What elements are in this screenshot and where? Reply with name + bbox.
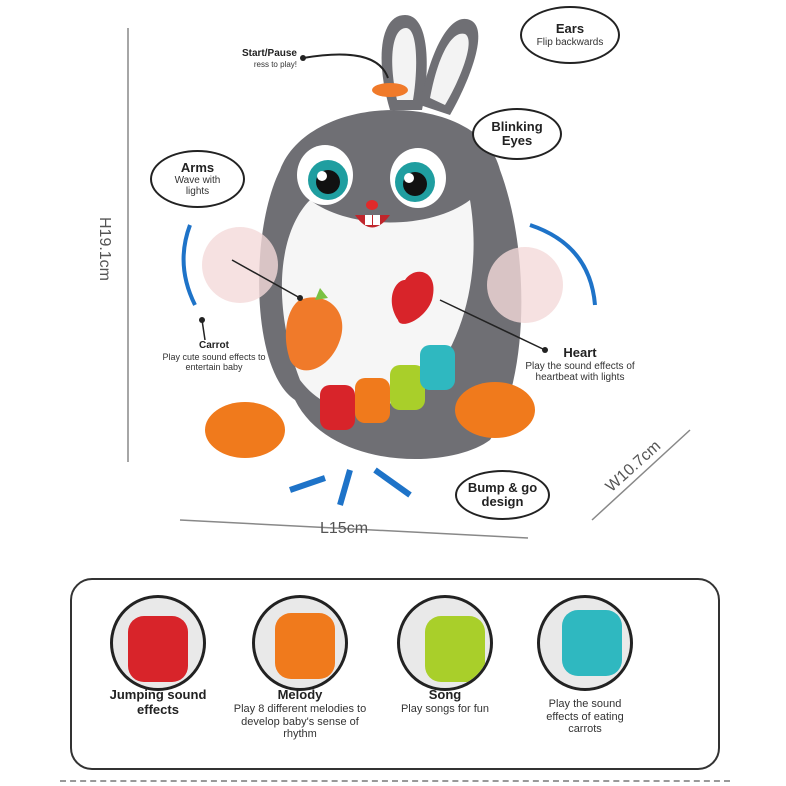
movement-arrows xyxy=(289,467,412,506)
feature-desc: Play songs for fun xyxy=(400,702,490,715)
carrot-button xyxy=(420,345,455,390)
feature-image-melody xyxy=(252,595,348,691)
length-arrow xyxy=(179,519,529,539)
foot-left xyxy=(205,402,285,458)
callout-heart: Heart Play the sound effects of heartbea… xyxy=(515,345,645,384)
arm-arrow-right xyxy=(529,223,597,306)
feature-desc: Play 8 different melodies to develop bab… xyxy=(233,702,367,741)
callout-arms: Arms Wave with lights xyxy=(150,150,245,208)
melody-button xyxy=(355,378,390,423)
feature-desc: Play the sound effects of eating carrots xyxy=(546,698,624,736)
callout-desc: Play the sound effects of heartbeat with… xyxy=(525,360,635,384)
feature-title: Melody xyxy=(277,687,323,702)
callout-bump-go: Bump & go design xyxy=(455,470,550,520)
feature-carrot: Play the sound effects of eating carrots xyxy=(515,698,655,736)
ear-right xyxy=(420,18,479,115)
feature-image-carrot xyxy=(537,595,633,691)
callout-title: Arms xyxy=(180,159,215,175)
callout-title: Blinking Eyes xyxy=(491,118,543,148)
callout-desc: ress to play! xyxy=(253,59,297,69)
start-pause-button xyxy=(372,83,408,97)
jump-button xyxy=(320,385,355,430)
feature-title: Song xyxy=(428,687,462,702)
foot-right xyxy=(455,382,535,438)
bunny-toy-image xyxy=(181,15,597,506)
feature-jumping: Jumping sound effects xyxy=(88,687,228,718)
feature-song: Song Play songs for fun xyxy=(375,687,515,716)
callout-desc: Flip backwards xyxy=(536,36,604,48)
callout-title: Heart xyxy=(563,345,597,360)
callout-desc: Wave with lights xyxy=(174,175,221,198)
arm-arrow-left xyxy=(181,224,197,306)
callout-lines xyxy=(127,28,691,539)
width-arrow xyxy=(591,429,691,521)
features-panel xyxy=(70,578,720,770)
heart-button xyxy=(391,271,434,324)
callout-start-pause: Start/Pause ress to play! xyxy=(225,48,297,69)
dashed-divider xyxy=(60,780,730,782)
arm-right xyxy=(487,247,563,323)
carrot xyxy=(285,297,343,371)
feature-image-jumping xyxy=(110,595,206,691)
callout-title: Carrot xyxy=(198,340,229,351)
feature-image-song xyxy=(397,595,493,691)
callout-carrot: Carrot Play cute sound effects to entert… xyxy=(158,340,270,372)
callout-ears: Ears Flip backwards xyxy=(520,6,620,64)
length-label: L15cm xyxy=(320,520,369,537)
callout-desc: Play cute sound effects to entertain bab… xyxy=(162,351,266,372)
song-button xyxy=(390,365,425,410)
feature-melody: Melody Play 8 different melodies to deve… xyxy=(230,687,370,741)
callout-title: Start/Pause xyxy=(241,48,297,59)
feature-title: Jumping sound effects xyxy=(109,687,207,717)
callout-title: Ears xyxy=(555,21,585,37)
callout-blinking-eyes: Blinking Eyes xyxy=(472,108,562,160)
height-label: H19.1cm xyxy=(96,216,114,282)
callout-title: Bump & go design xyxy=(467,479,538,509)
